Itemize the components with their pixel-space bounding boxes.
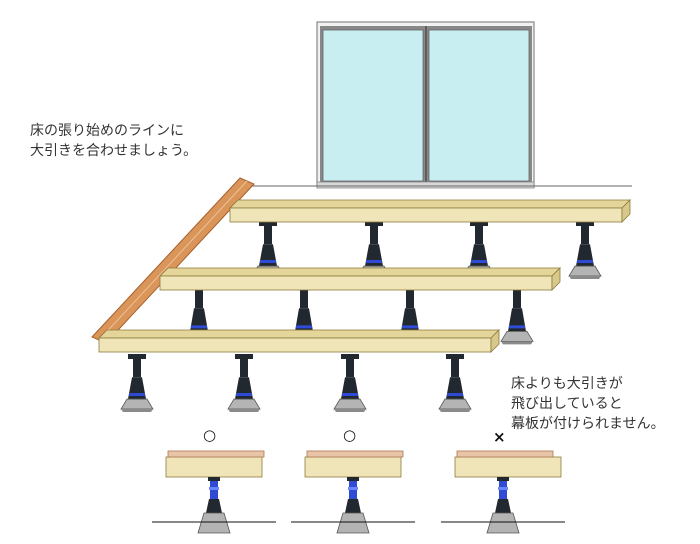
support-post	[500, 284, 534, 345]
floor-beam-middle	[159, 267, 561, 291]
edge-board	[91, 177, 255, 344]
warning-note: 床よりも大引きが 飛び出していると 幕板が付けられません。	[511, 374, 665, 434]
floor-beam	[229, 199, 631, 223]
support-post	[568, 221, 602, 280]
warning-line-1: 床よりも大引きが	[511, 376, 623, 392]
warning-line-2: 飛び出していると	[511, 396, 623, 412]
detail-incorrect	[441, 450, 565, 534]
instruction-line-1: 床の張り始めのラインに	[30, 123, 184, 139]
support-post	[120, 354, 154, 413]
support-post	[438, 354, 472, 413]
detail-correct-1	[152, 450, 276, 534]
floor-beam	[159, 267, 561, 291]
floor-beam-front	[98, 329, 500, 353]
instruction-line-2: 大引きを合わせましょう。	[30, 143, 198, 159]
floor-beam	[98, 329, 500, 353]
circle-mark-icon: ○	[203, 426, 217, 444]
floor-beam-back	[229, 199, 631, 223]
support-post	[333, 354, 367, 413]
support-post	[227, 354, 261, 413]
detail-correct-2	[291, 450, 415, 534]
warning-line-3: 幕板が付けられません。	[511, 416, 665, 432]
cross-mark-icon: ×	[493, 428, 506, 446]
support-posts-row-front	[120, 354, 472, 413]
sliding-window	[316, 21, 535, 189]
circle-mark-icon: ○	[343, 426, 357, 444]
instruction-note: 床の張り始めのラインに 大引きを合わせましょう。	[30, 121, 197, 161]
